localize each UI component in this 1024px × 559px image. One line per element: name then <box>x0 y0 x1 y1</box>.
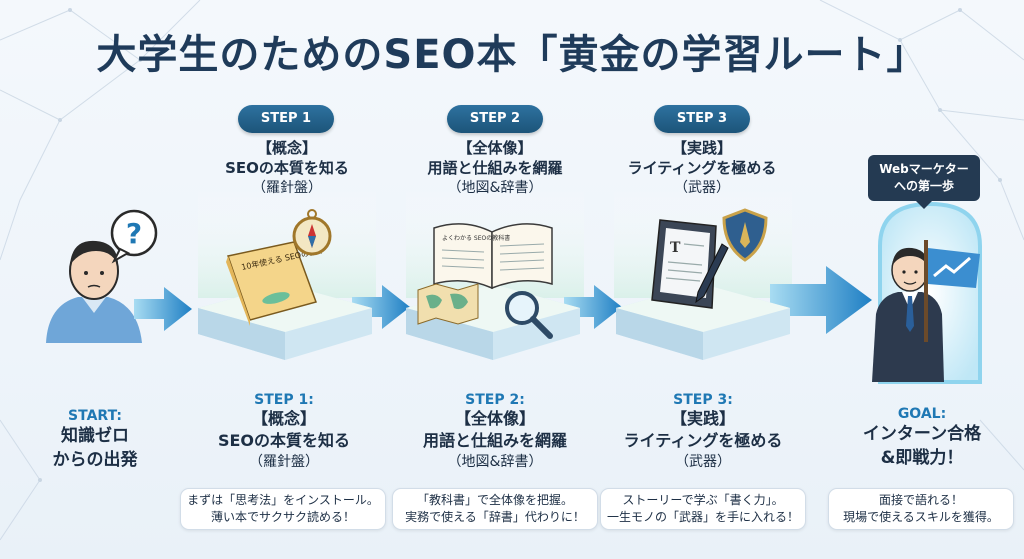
goal-line2: &即戦力！ <box>880 448 964 468</box>
step1-pill: STEP 1 <box>238 105 334 133</box>
step3-label: STEP 3: 【実践】 ライティングを極める （武器） <box>600 392 806 472</box>
goal-label: GOAL: インターン合格 &即戦力！ <box>830 406 1014 470</box>
step1-line1: 【概念】 <box>251 409 316 428</box>
arrow-step1-step2 <box>352 285 410 329</box>
magnifier-icon <box>505 291 553 339</box>
question-icon: ? <box>110 209 158 264</box>
start-head: START: <box>68 408 122 424</box>
step2-note: 「教科書」で全体像を把握。 実務で使える「辞書」代わりに！ <box>392 488 598 530</box>
flag-icon <box>924 240 980 342</box>
svg-text:よくわかる SEOの教科書: よくわかる SEOの教科書 <box>442 234 510 242</box>
person-icon <box>46 240 142 343</box>
step1-label: STEP 1: 【概念】 SEOの本質を知る （羅針盤） <box>186 392 382 472</box>
step2-line1: 【全体像】 <box>454 409 535 428</box>
step3-note-line2: 一生モノの「武器」を手に入れる！ <box>606 510 799 524</box>
step3-top-label: 【実践】 ライティングを極める （武器） <box>604 138 800 198</box>
step2-top-label: 【全体像】 用語と仕組みを網羅 （地図&辞書） <box>402 138 588 198</box>
step1-note: まずは「思考法」をインストール。 薄い本でサクサク読める！ <box>180 488 386 530</box>
open-book-icon: よくわかる SEOの教科書 <box>433 223 553 290</box>
step2-line3: （地図&辞書） <box>447 454 543 470</box>
step2-label: STEP 2: 【全体像】 用語と仕組みを網羅 （地図&辞書） <box>392 392 598 472</box>
arrow-step3-goal <box>770 266 872 334</box>
goal-line1: インターン合格 <box>862 424 982 444</box>
step2-top-line1: 【全体像】 <box>457 139 533 157</box>
step3-pill: STEP 3 <box>654 105 750 133</box>
step2-line2: 用語と仕組みを網羅 <box>422 431 567 450</box>
goal-bubble-line2: への第一歩 <box>893 179 954 193</box>
step2-top-line3: （地図&辞書） <box>447 180 543 196</box>
step3-top-line1: 【実践】 <box>671 139 732 157</box>
step1-top-line2: SEOの本質を知る <box>225 159 349 177</box>
goal-note: 面接で語れる！ 現場で使えるスキルを獲得。 <box>828 488 1014 530</box>
map-icon <box>417 283 479 325</box>
arrow-start-step1 <box>134 287 192 331</box>
step3-line3: （武器） <box>675 454 731 470</box>
step3-top-line3: （武器） <box>674 180 730 196</box>
step1-top-line1: 【概念】 <box>256 139 317 157</box>
start-line2: からの出発 <box>52 450 138 470</box>
step2-head: STEP 2: <box>465 392 525 408</box>
svg-text:?: ? <box>126 217 142 250</box>
shield-icon <box>722 208 768 262</box>
step3-platform <box>616 284 790 360</box>
step3-line2: ライティングを極める <box>623 431 783 450</box>
step1-top-line3: （羅針盤） <box>252 180 322 196</box>
step2-note-line2: 実務で使える「辞書」代わりに！ <box>405 510 585 524</box>
goal-note-line2: 現場で使えるスキルを獲得。 <box>843 510 999 524</box>
step3-head: STEP 3: <box>673 392 733 408</box>
compass-icon <box>292 209 332 256</box>
start-line1: 知識ゼロ <box>61 426 129 446</box>
step3-line1: 【実践】 <box>670 409 735 428</box>
goal-bubble-line1: Webマーケター <box>879 162 969 176</box>
step3-note: ストーリーで学ぶ「書く力」。 一生モノの「武器」を手に入れる！ <box>600 488 806 530</box>
page-title: 大学生のためのSEO本「黄金の学習ルート」 <box>96 32 928 78</box>
step1-line2: SEOの本質を知る <box>217 431 351 450</box>
goal-bubble: Webマーケター への第一歩 <box>868 155 980 209</box>
book-icon: 10年使える SEOの基本 <box>226 241 322 326</box>
step1-top-label: 【概念】 SEOの本質を知る （羅針盤） <box>196 138 378 198</box>
step1-head: STEP 1: <box>254 392 314 408</box>
pen-icon <box>695 243 729 304</box>
tablet-icon: T <box>651 219 717 309</box>
step1-line3: （羅針盤） <box>249 454 319 470</box>
start-label: START: 知識ゼロ からの出発 <box>30 408 160 472</box>
step3-top-line2: ライティングを極める <box>627 159 777 177</box>
goal-note-line1: 面接で語れる！ <box>878 493 963 507</box>
goal-head: GOAL: <box>897 406 947 422</box>
arrow-step2-step3 <box>564 285 622 329</box>
step2-top-line2: 用語と仕組みを網羅 <box>427 159 563 177</box>
step2-note-line1: 「教科書」で全体像を把握。 <box>416 493 573 507</box>
step1-note-line2: 薄い本でサクサク読める！ <box>210 510 355 524</box>
svg-text:T: T <box>670 240 681 256</box>
step2-pill: STEP 2 <box>447 105 543 133</box>
step1-note-line1: まずは「思考法」をインストール。 <box>187 493 379 507</box>
step3-note-line1: ストーリーで学ぶ「書く力」。 <box>622 493 784 507</box>
